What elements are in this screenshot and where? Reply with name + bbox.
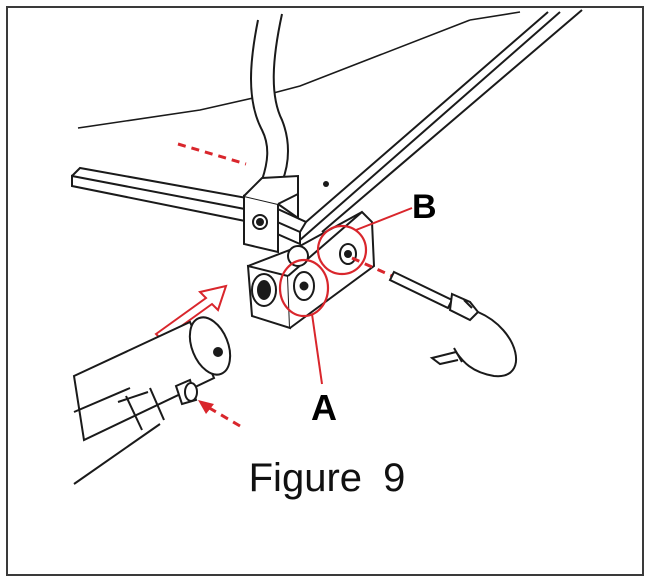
dashed-guide-pin — [351, 256, 411, 286]
pin-lanyard — [429, 311, 518, 378]
leg-push-button — [174, 378, 198, 406]
callout-ring-b — [316, 224, 368, 276]
callout-label-a: A — [311, 387, 337, 428]
callout-label-b: B — [412, 188, 437, 226]
upper-frame-tube — [299, 9, 583, 241]
frame-inner-edge — [77, 11, 521, 129]
callout-ring-a — [278, 258, 330, 318]
upper-clamp-bracket — [243, 174, 299, 254]
leg-tube-lower — [73, 387, 161, 485]
figure-caption: Figure 9 — [248, 456, 406, 500]
leader-lines — [311, 207, 413, 385]
frame-screw-dot — [323, 181, 329, 187]
locking-pin — [388, 270, 480, 322]
vertical-bent-bar — [250, 13, 289, 184]
dashed-guide-button — [205, 404, 241, 428]
callout-rings — [278, 224, 368, 318]
button-arrowhead — [198, 400, 214, 414]
leg-tube — [72, 316, 232, 442]
dashed-guide-clamp — [177, 142, 247, 166]
dashed-guides — [177, 142, 411, 428]
